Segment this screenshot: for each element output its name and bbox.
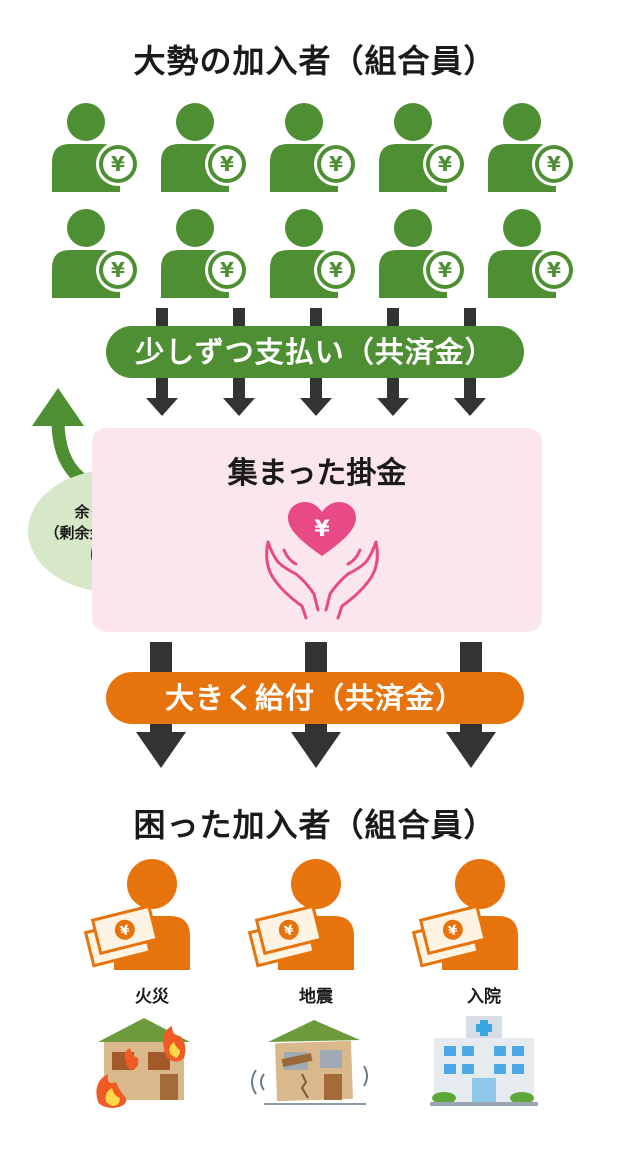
recipient-earthquake <box>250 859 354 970</box>
earthquake-house-icon <box>252 1020 367 1104</box>
contributor-8 <box>270 209 358 298</box>
recipient-hospital <box>414 859 518 970</box>
recipient-fire <box>86 859 190 970</box>
recipient-label-fire: 火災 <box>92 982 212 1007</box>
heart-yen-in-hands-icon: ¥ <box>262 502 382 622</box>
benefit-band-label: 大きく給付（共済金） <box>165 681 465 715</box>
svg-text:¥: ¥ <box>314 517 330 542</box>
premium-pool-box: 集まった掛金 ¥ <box>92 428 542 632</box>
contributor-2 <box>161 103 249 192</box>
refund-arrow-icon <box>32 388 84 478</box>
contributor-10 <box>488 209 576 298</box>
contributor-5 <box>488 103 576 192</box>
contributor-3 <box>270 103 358 192</box>
contribution-band: 少しずつ支払い（共済金） <box>106 326 524 378</box>
contributor-7 <box>161 209 249 298</box>
hospital-icon <box>430 1016 538 1106</box>
burning-house-icon <box>96 1018 190 1108</box>
pool-title: 集まった掛金 <box>92 448 542 492</box>
contribution-band-label: 少しずつ支払い（共済金） <box>135 335 494 369</box>
benefit-band: 大きく給付（共済金） <box>106 672 524 724</box>
recipients-title: 困った加入者（組合員） <box>0 800 630 846</box>
recipient-label-earthquake: 地震 <box>256 982 376 1007</box>
contributor-4 <box>379 103 467 192</box>
recipient-label-hospital: 入院 <box>424 982 544 1007</box>
contributor-1 <box>52 103 140 192</box>
contributor-9 <box>379 209 467 298</box>
contributor-6 <box>52 209 140 298</box>
